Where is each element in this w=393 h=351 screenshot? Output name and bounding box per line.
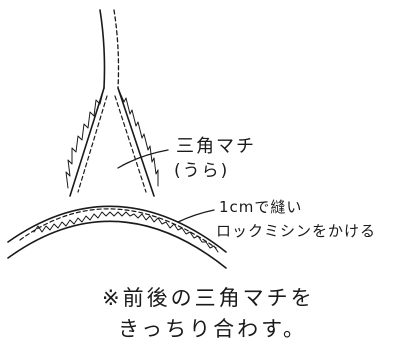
note-line-1: ※前後の三角マチを — [102, 286, 315, 310]
upper-seam — [99, 9, 120, 89]
sew-allowance-label: 1cmで縫い — [219, 198, 303, 216]
serger-instruction-label: ロックミシンをかける — [216, 222, 377, 240]
serge-leader-line — [177, 209, 215, 223]
lower-curved-seam — [7, 205, 227, 269]
triangle-gusset — [65, 87, 159, 197]
gusset-leader-line — [117, 149, 169, 169]
gusset-wrong-side-label: (うら) — [174, 161, 230, 181]
gusset-label: 三角マチ — [176, 136, 256, 157]
note-line-2: きっちり合わす。 — [118, 317, 308, 341]
